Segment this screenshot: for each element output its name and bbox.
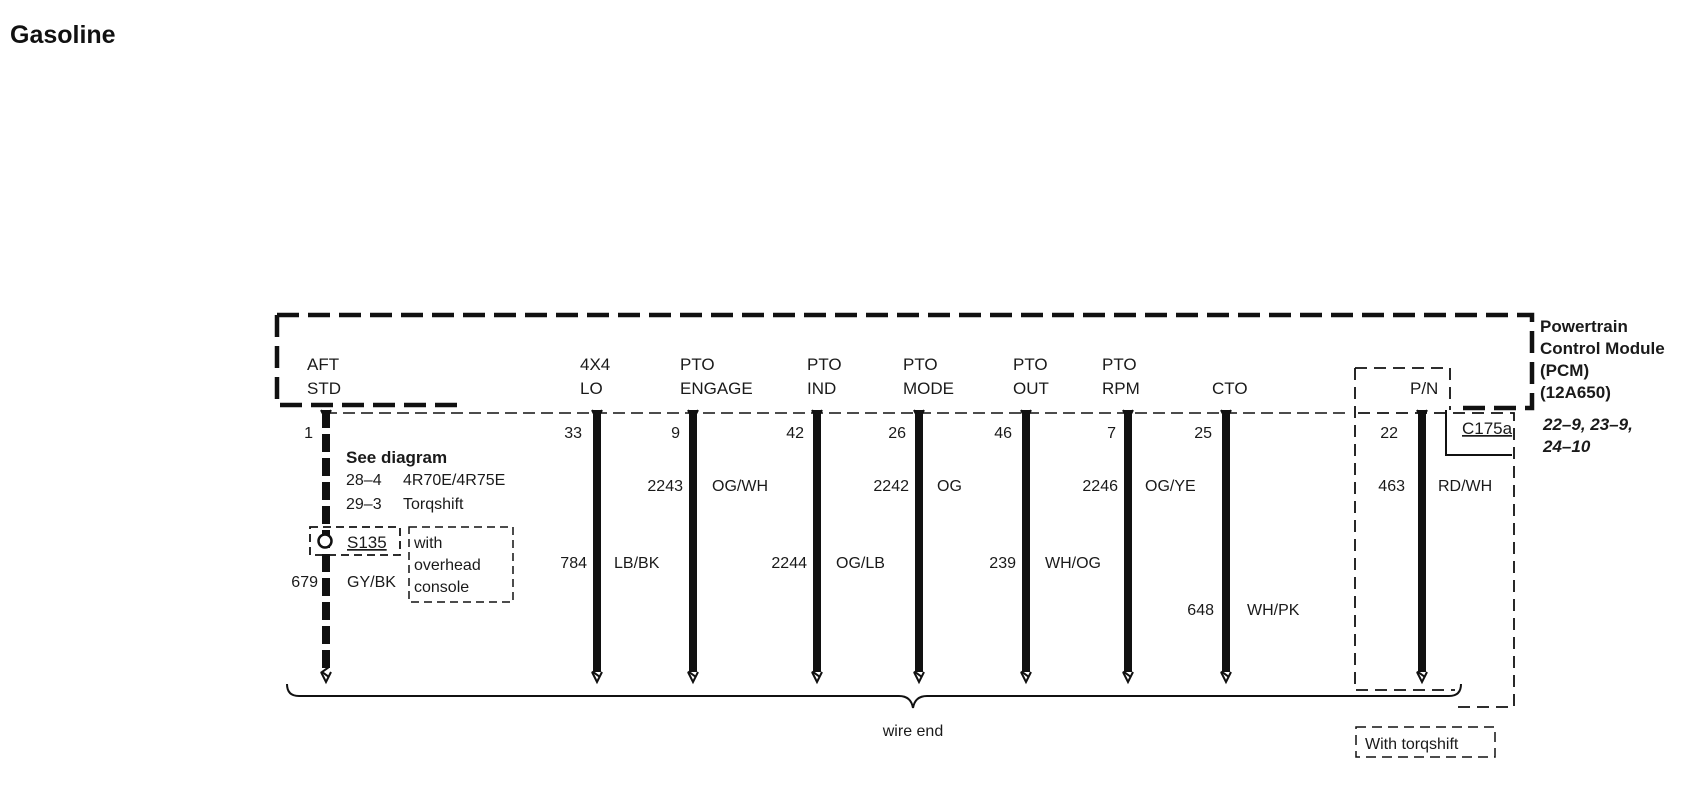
wire-end-arrow-icon — [591, 671, 603, 685]
wire-end-arrow-icon — [320, 671, 332, 685]
terminal-arrow-icon — [1020, 409, 1032, 423]
pin-function-label: OUT — [1013, 379, 1049, 398]
see-diagram-page: 29–3 — [346, 496, 382, 513]
wire-end-brace — [286, 683, 1462, 709]
pin-number: 9 — [671, 425, 680, 442]
pin-function-label: IND — [807, 379, 836, 398]
circuit-cto: CTO 25 648 WH/PK — [1187, 379, 1300, 685]
wire-color-code: OG/LB — [836, 555, 885, 572]
torqshift-outer-box — [1358, 412, 1515, 708]
pin-function-label: P/N — [1410, 379, 1438, 398]
module-name-line: Control Module — [1540, 339, 1665, 358]
pin-function-label: STD — [307, 379, 341, 398]
connector-bracket — [1445, 410, 1512, 456]
terminal-arrow-icon — [1122, 409, 1134, 423]
circuit-number: 2246 — [1082, 478, 1118, 495]
torqshift-label: With torqshift — [1365, 736, 1459, 753]
circuit-pto-engage: PTO ENGAGE 9 2243 OG/WH — [647, 355, 768, 685]
wire-color-code: WH/OG — [1045, 555, 1101, 572]
pin-function-label: 4X4 — [580, 355, 610, 374]
splice-note-line: console — [414, 579, 469, 596]
wire-end-arrow-icon — [913, 671, 925, 685]
circuit-number: 2242 — [873, 478, 909, 495]
pin-function-label: PTO — [1102, 355, 1137, 374]
circuit-pto-out: PTO OUT 46 239 WH/OG — [989, 355, 1101, 685]
wire-color-code: OG/YE — [1145, 478, 1196, 495]
pin-function-label: PTO — [680, 355, 715, 374]
pin-function-label: MODE — [903, 379, 954, 398]
wire-color-code: GY/BK — [347, 574, 396, 591]
pin-function-label: PTO — [807, 355, 842, 374]
wire-end-arrow-icon — [1122, 671, 1134, 685]
module-name-line: Powertrain — [1540, 317, 1628, 336]
splice-note-line: overhead — [414, 557, 481, 574]
see-diagram-name: 4R70E/4R75E — [403, 472, 505, 489]
circuit-number: 2243 — [647, 478, 683, 495]
torqshift-label-box — [1355, 726, 1496, 758]
terminal-arrow-icon — [591, 409, 603, 423]
terminal-arrow-icon — [320, 409, 332, 423]
splice-note-line: with — [413, 535, 442, 552]
pin-function-label: PTO — [1013, 355, 1048, 374]
torqshift-option-box — [1354, 367, 1455, 691]
pin-function-label: RPM — [1102, 379, 1140, 398]
connector-label: C175a — [1462, 419, 1513, 438]
module-ref: 24–10 — [1542, 437, 1591, 456]
wire-color-code: RD/WH — [1438, 478, 1492, 495]
wire-end-arrow-icon — [811, 671, 823, 685]
pcm-module-box-left — [274, 315, 460, 408]
pin-number: 33 — [564, 425, 582, 442]
page-title: Gasoline — [10, 21, 116, 49]
circuit-number: 679 — [291, 574, 318, 591]
module-name-line: (PCM) — [1540, 361, 1589, 380]
pin-number: 22 — [1380, 425, 1398, 442]
circuit-pto-mode: PTO MODE 26 2242 OG — [873, 355, 962, 685]
wire-color-code: LB/BK — [614, 555, 660, 572]
pin-number: 7 — [1107, 425, 1116, 442]
wire-end-arrow-icon — [1220, 671, 1232, 685]
wire-end-arrow-icon — [1020, 671, 1032, 685]
wire-color-code: OG — [937, 478, 962, 495]
circuit-number: 784 — [560, 555, 587, 572]
splice-dot-icon — [317, 533, 333, 549]
pin-function-label: CTO — [1212, 379, 1248, 398]
terminal-arrow-icon — [1220, 409, 1232, 423]
wire-end-arrow-icon — [1416, 671, 1428, 685]
see-diagram-heading: See diagram — [346, 448, 447, 467]
see-diagram-name: Torqshift — [403, 496, 464, 513]
terminal-arrow-icon — [687, 409, 699, 423]
terminal-arrow-icon — [913, 409, 925, 423]
pin-function-label: PTO — [903, 355, 938, 374]
circuit-number: 648 — [1187, 602, 1214, 619]
pin-function-label: LO — [580, 379, 603, 398]
circuit-number: 239 — [989, 555, 1016, 572]
see-diagram-page: 28–4 — [346, 472, 382, 489]
module-name-line: (12A650) — [1540, 383, 1611, 402]
splice-note-box — [408, 526, 514, 603]
module-ref: 22–9, 23–9, — [1542, 415, 1633, 434]
terminal-arrow-icon — [811, 409, 823, 423]
pin-function-label: ENGAGE — [680, 379, 753, 398]
circuit-number: 2244 — [771, 555, 807, 572]
splice-box — [309, 526, 401, 556]
pin-function-label: AFT — [307, 355, 339, 374]
circuit-number: 463 — [1378, 478, 1405, 495]
wire-color-code: OG/WH — [712, 478, 768, 495]
wire-end-label: wire end — [882, 723, 943, 740]
pin-number: 25 — [1194, 425, 1212, 442]
circuit-pto-rpm: PTO RPM 7 2246 OG/YE — [1082, 355, 1196, 685]
wire-color-code: WH/PK — [1247, 602, 1300, 619]
pin-number: 26 — [888, 425, 906, 442]
circuit-pn: P/N 22 463 RD/WH — [1378, 379, 1492, 685]
pin-number: 1 — [304, 425, 313, 442]
pcm-module-box — [277, 312, 1535, 411]
wire-end-arrow-icon — [687, 671, 699, 685]
pin-number: 46 — [994, 425, 1012, 442]
splice-label: S135 — [347, 533, 387, 552]
pin-number: 42 — [786, 425, 804, 442]
circuit-pto-ind: PTO IND 42 2244 OG/LB — [771, 355, 885, 685]
